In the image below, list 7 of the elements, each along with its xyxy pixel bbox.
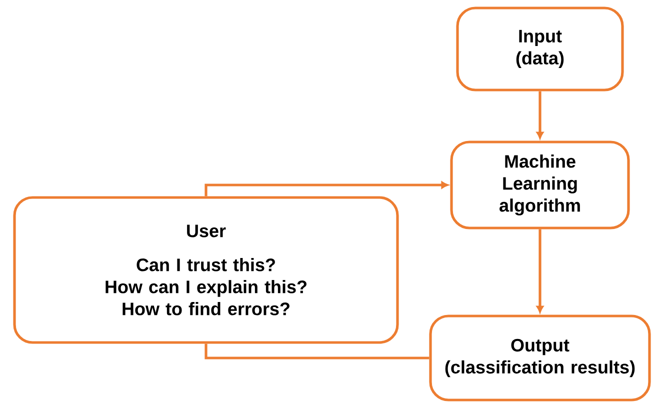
arrow — [204, 181, 448, 196]
arrow — [536, 91, 544, 139]
process-box: Output (classification results) — [429, 314, 651, 402]
process-box: Machine Learning algorithm — [450, 140, 630, 230]
process-box: Input (data) — [456, 6, 624, 92]
arrow — [536, 229, 544, 313]
process-box: User Can I trust this? How can I explain this? How to find errors? — [13, 196, 399, 344]
